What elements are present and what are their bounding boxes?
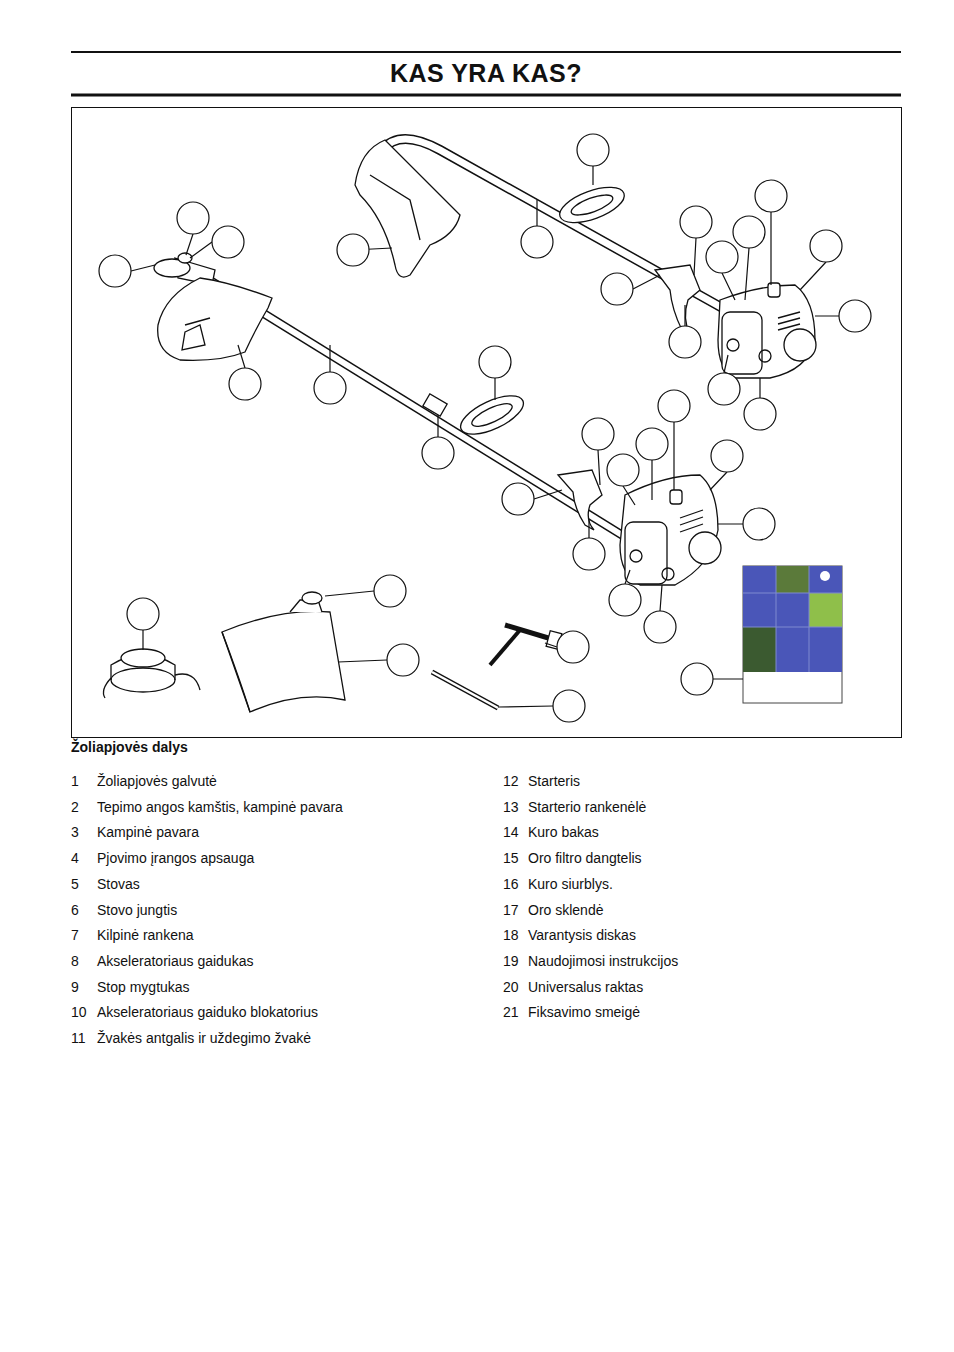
part-name: Akseleratoriaus gaidukas [97, 953, 253, 969]
part-number: 20 [503, 979, 519, 995]
part-name: Kuro siurblys. [528, 876, 613, 892]
part-number: 4 [71, 850, 79, 866]
part-number: 19 [503, 953, 519, 969]
part-name: Starteris [528, 773, 580, 789]
part-name: Žoliapjovės galvutė [97, 773, 217, 789]
part-number: 9 [71, 979, 79, 995]
part-number: 3 [71, 824, 79, 840]
part-name: Stovas [97, 876, 140, 892]
part-name: Fiksavimo smeigė [528, 1004, 640, 1020]
part-number: 11 [71, 1030, 86, 1046]
part-name: Kilpinė rankena [97, 927, 194, 943]
part-name: Starterio rankenėlė [528, 799, 646, 815]
section-heading: Žoliapjovės dalys [71, 739, 188, 755]
part-name: Stovo jungtis [97, 902, 177, 918]
part-name: Žvakės antgalis ir uždegimo žvakė [97, 1030, 311, 1046]
part-number: 2 [71, 799, 79, 815]
part-number: 14 [503, 824, 519, 840]
page-title: KAS YRA KAS? [390, 59, 582, 88]
part-number: 6 [71, 902, 79, 918]
part-number: 13 [503, 799, 519, 815]
part-number: 17 [503, 902, 519, 918]
part-name: Universalus raktas [528, 979, 643, 995]
part-number: 5 [71, 876, 79, 892]
part-number: 7 [71, 927, 79, 943]
part-number: 8 [71, 953, 79, 969]
part-name: Kuro bakas [528, 824, 599, 840]
part-number: 16 [503, 876, 519, 892]
part-name: Akseleratoriaus gaiduko blokatorius [97, 1004, 318, 1020]
part-number: 15 [503, 850, 519, 866]
part-name: Tepimo angos kamštis, kampinė pavara [97, 799, 343, 815]
part-number: 1 [71, 773, 79, 789]
part-name: Stop mygtukas [97, 979, 190, 995]
part-number: 18 [503, 927, 519, 943]
part-name: Oro sklendė [528, 902, 603, 918]
part-number: 12 [503, 773, 519, 789]
part-name: Kampinė pavara [97, 824, 199, 840]
part-name: Oro filtro dangtelis [528, 850, 642, 866]
part-number: 10 [71, 1004, 87, 1020]
part-number: 21 [503, 1004, 519, 1020]
part-name: Naudojimosi instrukcijos [528, 953, 678, 969]
part-name: Pjovimo įrangos apsauga [97, 850, 254, 866]
part-name: Varantysis diskas [528, 927, 636, 943]
